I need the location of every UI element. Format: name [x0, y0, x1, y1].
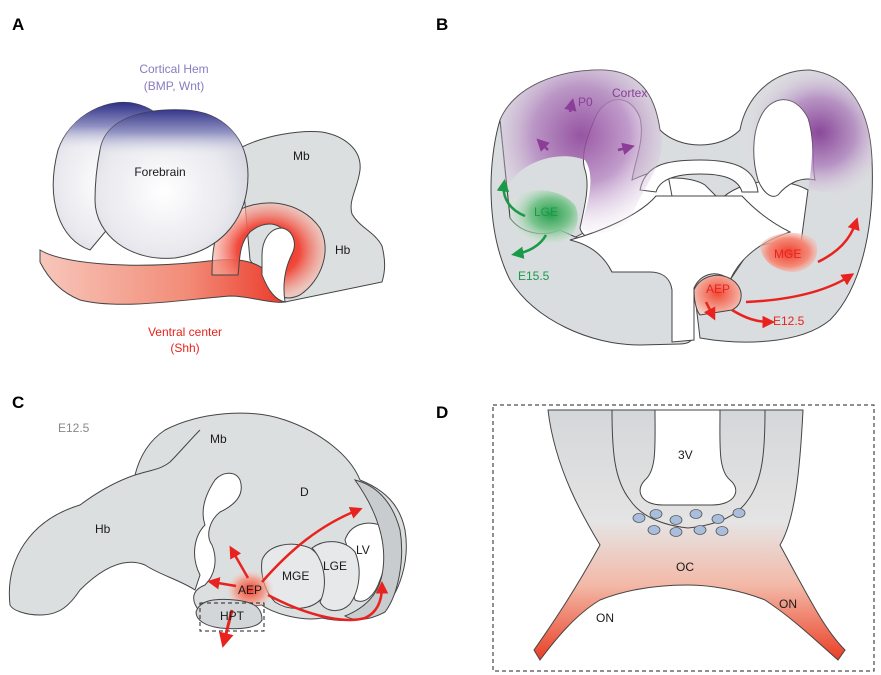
panel-d: D 3V OC ON ON: [436, 403, 874, 671]
panel-a-cortical-hem-label: Cortical Hem: [139, 62, 208, 76]
panel-b-lge-label: LGE: [534, 205, 558, 219]
panel-d-letter: D: [436, 403, 448, 422]
panel-c-mge-label: MGE: [282, 569, 309, 583]
panel-b-e125-label: E12.5: [773, 314, 805, 328]
panel-c: C E12.5 Mb D Hb LV AEP MGE LGE HPT: [9, 393, 406, 642]
panel-c-aep-label: AEP: [238, 583, 262, 597]
panel-c-hpt-label: HPT: [220, 609, 245, 623]
panel-a-ventral-signal-label: (Shh): [170, 341, 199, 355]
panel-d-cell: [733, 509, 745, 518]
panel-a-midbrain-label: Mb: [293, 149, 310, 163]
panel-d-on-left-label: ON: [596, 611, 614, 625]
panel-d-cell: [633, 514, 645, 523]
panel-d-cell: [650, 510, 662, 519]
panel-c-letter: C: [12, 393, 24, 412]
panel-a: A Cortical Hem (BMP, Wnt) Forebrain Mb H…: [12, 15, 385, 355]
panel-b-cortex-label: Cortex: [612, 86, 647, 100]
panel-c-d-label: D: [300, 485, 309, 499]
panel-b-p0-label: P0: [578, 95, 593, 109]
panel-d-cell: [716, 527, 728, 536]
panel-b-e155-label: E15.5: [518, 269, 550, 283]
panel-d-cell: [670, 516, 682, 525]
panel-c-mb-label: Mb: [210, 432, 227, 446]
panel-d-cell: [670, 528, 682, 537]
panel-c-lge-label: LGE: [323, 559, 347, 573]
panel-d-oc-label: OC: [676, 560, 694, 574]
panel-d-cell: [694, 526, 706, 535]
panel-d-cell: [648, 526, 660, 535]
panel-c-lv-label: LV: [356, 543, 370, 557]
panel-c-hb-label: Hb: [95, 522, 111, 536]
panel-a-forebrain-label: Forebrain: [134, 165, 185, 179]
panel-d-on-right-label: ON: [779, 597, 797, 611]
panel-a-letter: A: [12, 15, 24, 34]
panel-b-letter: B: [436, 15, 448, 34]
panel-d-3v-label: 3V: [678, 448, 693, 462]
panel-b-mge-label: MGE: [774, 247, 801, 261]
panel-b-aep-label: AEP: [706, 282, 730, 296]
panel-a-hindbrain-label: Hb: [335, 243, 351, 257]
panel-d-cell: [690, 510, 702, 519]
panel-a-ventral-center-label: Ventral center: [148, 325, 222, 339]
panel-c-stage-label: E12.5: [58, 421, 90, 435]
panel-a-cortical-hem-signals: (BMP, Wnt): [144, 79, 204, 93]
panel-b: B Cortex P0 LGE E15.5 MGE AEP E12: [436, 15, 872, 345]
panel-d-cell: [712, 515, 724, 524]
